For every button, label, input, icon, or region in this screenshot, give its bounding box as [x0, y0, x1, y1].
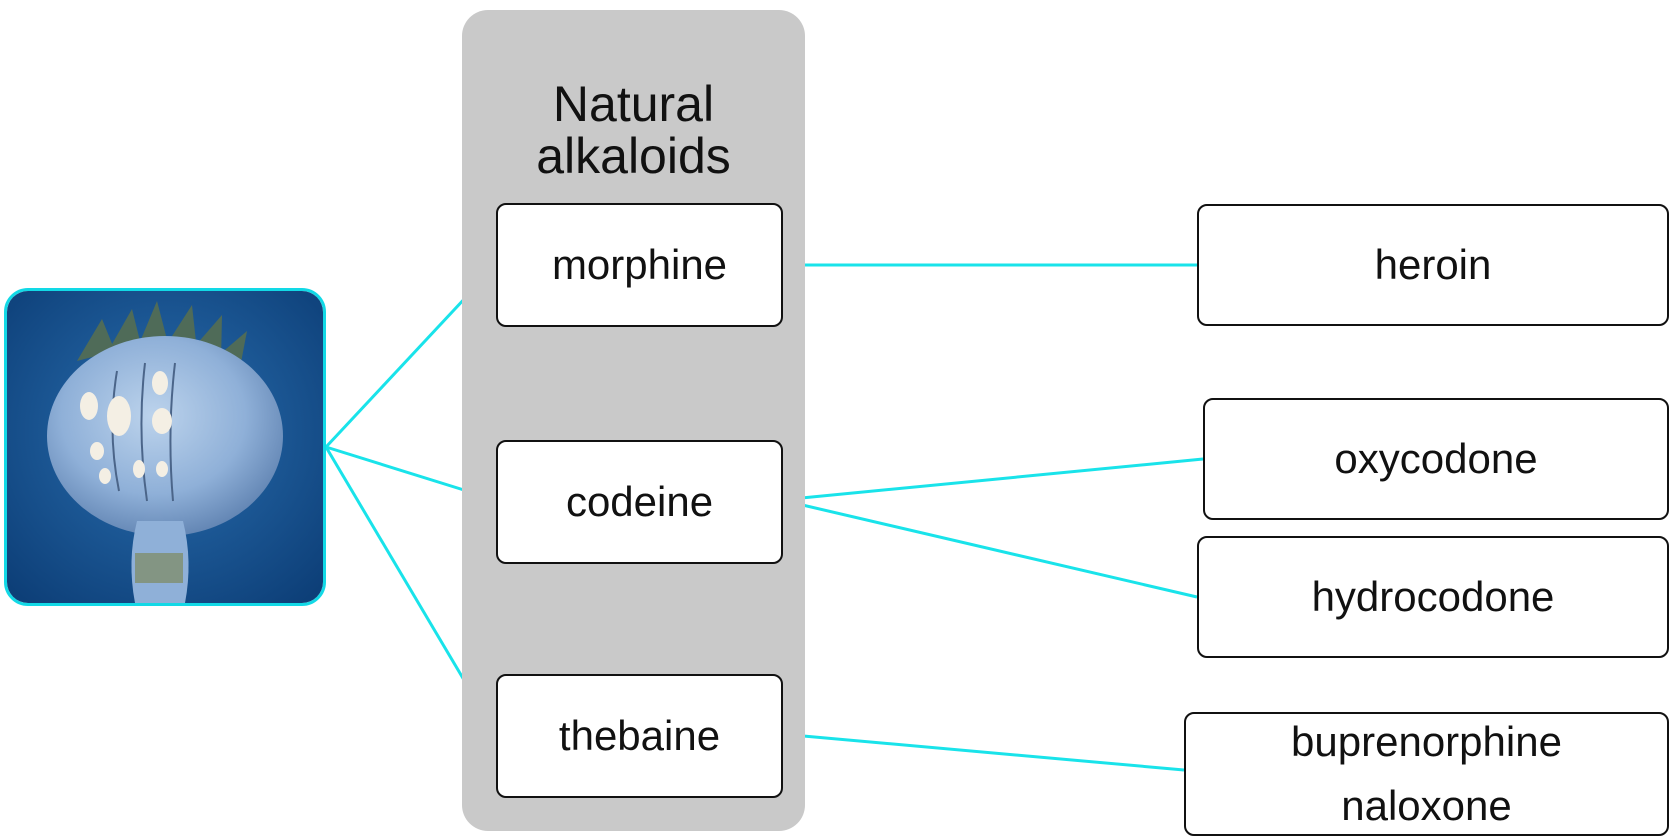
node-heroin-label: heroin	[1374, 241, 1492, 288]
poppy-pod-icon	[7, 291, 323, 603]
node-buprenorphine-label: buprenorphine	[1291, 718, 1562, 765]
edge-codeine-hydrocodone	[780, 498, 1198, 599]
panel-title: Natural alkaloids	[462, 78, 805, 182]
node-naloxone-label: naloxone	[1341, 782, 1512, 829]
node-oxycodone: oxycodone	[1203, 398, 1669, 520]
panel-title-line2: alkaloids	[536, 128, 731, 184]
node-heroin: heroin	[1197, 204, 1669, 326]
node-morphine-label: morphine	[551, 241, 728, 288]
node-codeine: codeine	[496, 440, 783, 564]
node-thebaine-label: thebaine	[558, 712, 721, 759]
node-hydrocodone-label: hydrocodone	[1311, 573, 1555, 620]
node-morphine: morphine	[496, 203, 783, 327]
node-hydrocodone: hydrocodone	[1197, 536, 1669, 658]
edge-codeine-oxycodone	[780, 457, 1204, 502]
panel-title-line1: Natural	[552, 76, 715, 132]
node-thebaine: thebaine	[496, 674, 783, 798]
poppy-pod-image	[4, 288, 326, 606]
node-oxycodone-label: oxycodone	[1334, 435, 1538, 482]
node-codeine-label: codeine	[565, 478, 714, 525]
edge-thebaine-buprenorphine	[780, 732, 1185, 772]
node-buprenorphine-naloxone: buprenorphine naloxone	[1184, 712, 1669, 836]
